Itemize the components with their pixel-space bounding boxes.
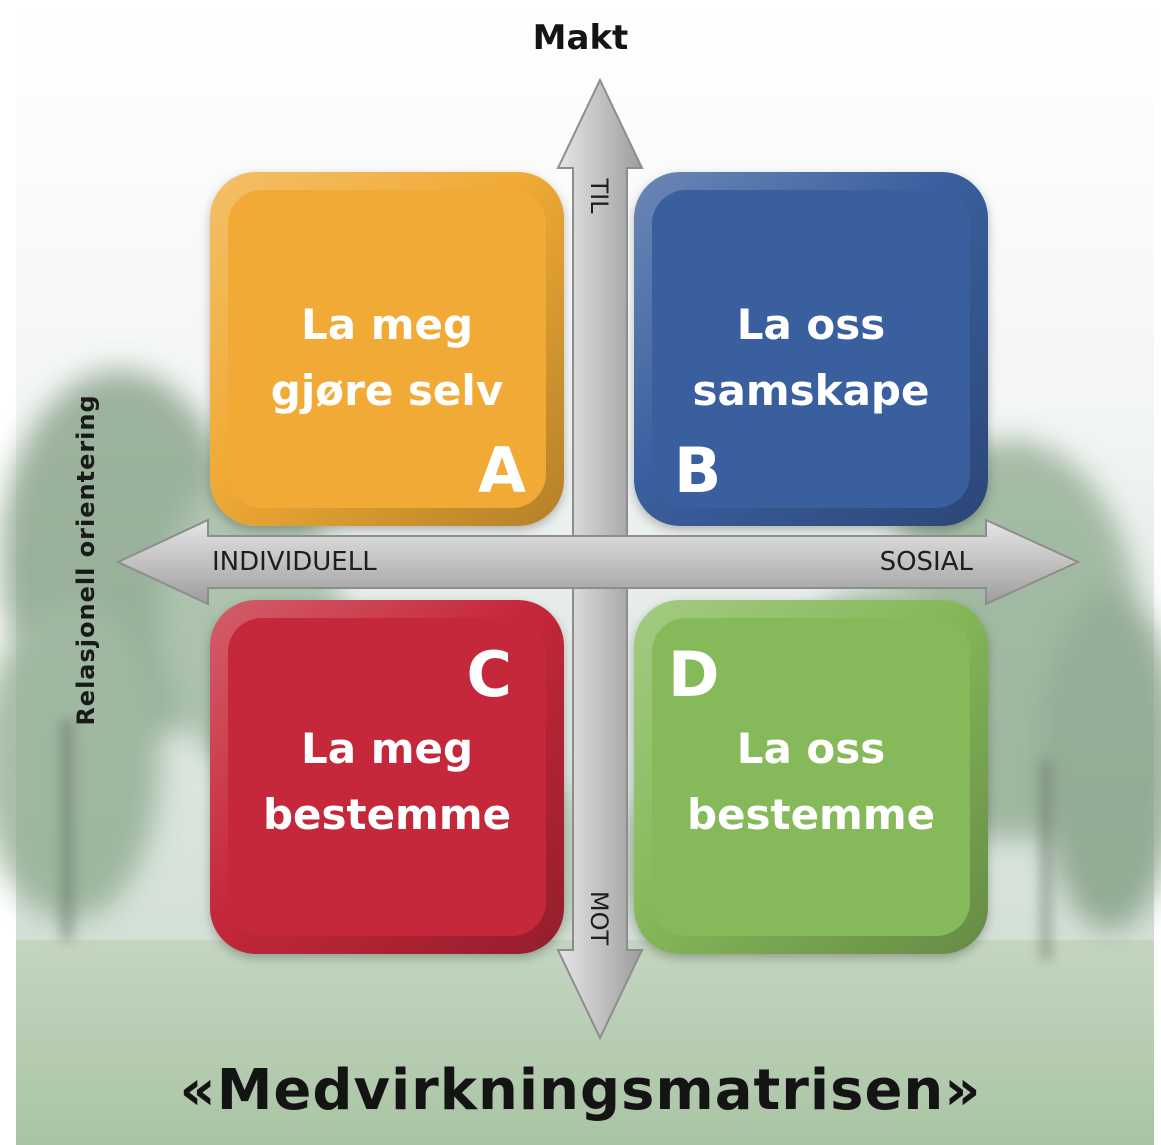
diagram-top-label: Makt <box>532 18 629 58</box>
quadrant-d-letter: D <box>668 638 720 711</box>
axis-label-left: INDIVIDUELL <box>212 547 377 577</box>
quadrant-c-face <box>228 618 546 936</box>
quadrant-c-line1: La meg <box>300 724 474 773</box>
quadrant-a: La meg gjøre selv A <box>210 172 564 526</box>
quadrant-b-face <box>652 190 970 508</box>
quadrant-d: D La oss bestemme <box>634 600 988 954</box>
axis-label-up: TIL <box>585 178 613 214</box>
quadrant-a-face <box>228 190 546 508</box>
quadrant-a-line2: gjøre selv <box>270 366 504 415</box>
axis-label-right: SOSIAL <box>879 547 973 577</box>
quadrant-b: La oss samskape B <box>634 172 988 526</box>
quadrant-c-letter: C <box>466 638 512 711</box>
quadrant-b-line2: samskape <box>692 366 930 415</box>
quadrant-b-letter: B <box>674 434 722 507</box>
diagram-bottom-title: «Medvirkningsmatrisen» <box>179 1058 982 1123</box>
quadrant-a-letter: A <box>478 434 526 507</box>
axis-label-down: MOT <box>585 890 613 946</box>
quadrant-c: C La meg bestemme <box>210 600 564 954</box>
quadrant-a-line1: La meg <box>300 300 474 349</box>
quadrant-d-face <box>652 618 970 936</box>
quadrant-d-line1: La oss <box>736 724 886 773</box>
quadrant-c-line2: bestemme <box>262 790 512 839</box>
horizontal-axis-arrow <box>115 518 1081 606</box>
quadrant-d-line2: bestemme <box>686 790 936 839</box>
quadrant-b-line1: La oss <box>736 300 886 349</box>
